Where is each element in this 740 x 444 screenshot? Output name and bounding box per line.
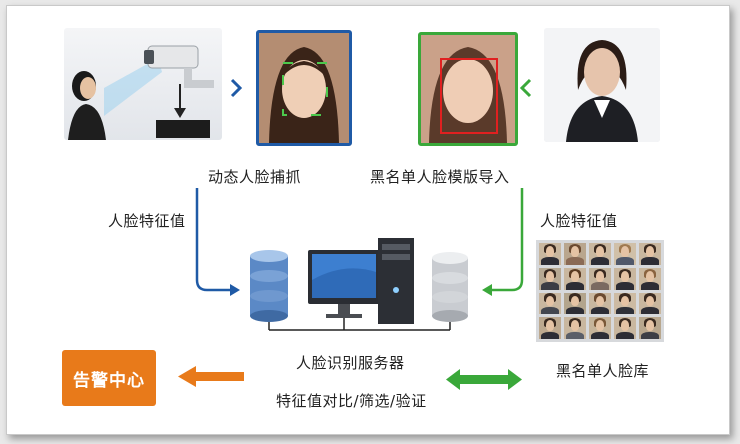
face-thumbnail [589,243,611,265]
blue-flow-line [195,188,230,292]
server-label: 人脸识别服务器 [296,354,405,372]
database-icon [250,250,288,322]
feature-value-left-label: 人脸特征值 [108,212,186,230]
green-flow-arrowhead [482,284,492,296]
double-arrow-left-head [446,369,460,390]
blacklist-db-label: 黑名单人脸库 [556,362,650,380]
face-thumbnail [539,292,561,315]
database-icon [432,252,468,322]
face-thumbnail [589,267,611,290]
face-thumbnail [564,267,586,290]
compare-label: 特征值对比/筛选/验证 [276,392,427,410]
captured-face-image [256,30,352,146]
template-import-label: 黑名单人脸模版导入 [370,168,510,186]
face-thumbnail [614,317,636,339]
alarm-center-box: 告警中心 [62,350,156,406]
face-thumbnail [614,267,636,290]
blacklist-person-image [544,28,660,142]
server-cluster-image [250,238,468,331]
feature-value-right-label: 人脸特征值 [540,212,618,230]
face-thumbnail [589,292,611,315]
face-thumbnail [539,267,561,290]
double-arrow-right-head [508,369,522,390]
chevron-right-icon [230,78,243,98]
alarm-center-label: 告警中心 [73,370,145,391]
face-thumbnail [564,243,586,265]
face-thumbnail [539,243,561,265]
face-thumbnail [614,292,636,315]
face-thumbnail [539,317,561,339]
server-tower-icon [378,238,414,324]
blue-flow-arrowhead [230,284,240,296]
template-face-image [418,32,518,146]
face-thumbnail [639,292,661,315]
orange-arrowhead [178,366,196,387]
green-flow-line [492,188,524,292]
dynamic-capture-label: 动态人脸捕抓 [208,168,302,186]
face-thumbnail [564,292,586,315]
face-thumbnail [639,243,661,265]
face-thumbnail [639,317,661,339]
face-thumbnail [614,243,636,265]
face-thumbnail [589,317,611,339]
face-thumbnail [639,267,661,290]
blacklist-face-grid-image [536,240,664,342]
monitor-icon [308,250,380,318]
face-thumbnail [564,317,586,339]
chevron-left-icon [519,78,532,98]
camera-scene-image [64,28,222,140]
